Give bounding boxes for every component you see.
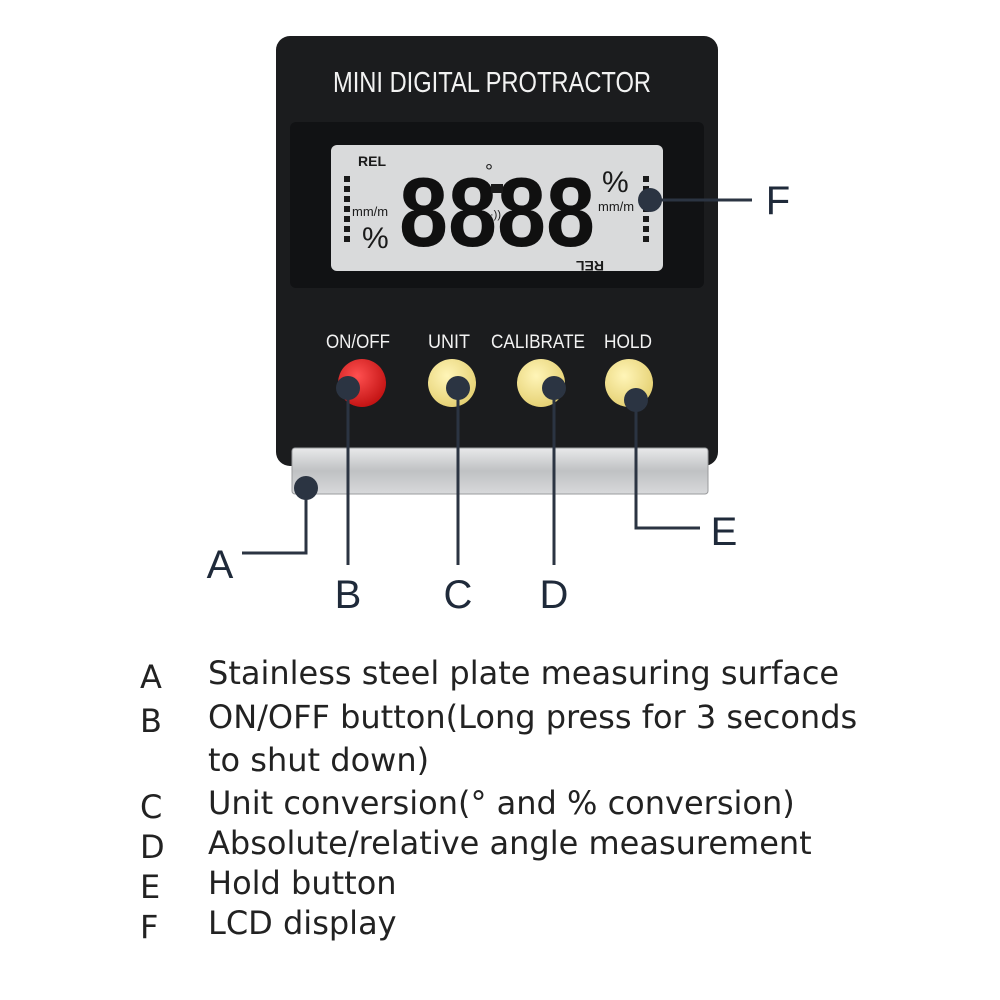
callout-line-e <box>634 400 700 530</box>
legend-item-e: E Hold button <box>0 864 1000 908</box>
legend-letter: D <box>140 828 165 866</box>
legend-item-c: C Unit conversion(° and % conversion) <box>0 784 1000 828</box>
callout-dots <box>294 188 662 500</box>
legend-item-d: D Absolute/relative angle measurement <box>0 824 1000 868</box>
callout-letter-c: C <box>444 573 473 617</box>
legend-text: LCD display <box>208 904 397 942</box>
callout-letter-a: A <box>207 543 234 587</box>
battery-icon <box>491 184 503 193</box>
legend-item-f: F LCD display <box>0 904 1000 948</box>
callout-dot-c <box>446 376 470 400</box>
lcd-digits: 8888 <box>399 157 595 267</box>
lcd-percent-left: % <box>362 222 389 255</box>
callout-dot-d <box>542 376 566 400</box>
callout-letter-f: F <box>766 179 790 223</box>
legend-letter: C <box>140 788 163 826</box>
steel-plate <box>291 447 709 495</box>
unit-label: UNIT <box>428 332 470 353</box>
onoff-label: ON/OFF <box>326 332 390 353</box>
legend-text: Unit conversion(° and % conversion) <box>208 784 795 822</box>
protractor-diagram: MINI DIGITAL PROTRACTOR REL REL mm/m mm/… <box>207 36 791 617</box>
callout-dot-a <box>294 476 318 500</box>
legend-text: ON/OFF button(Long press for 3 seconds t… <box>208 698 858 779</box>
callout-letter-b: B <box>335 573 362 617</box>
device-title: MINI DIGITAL PROTRACTOR <box>333 67 651 99</box>
callout-dot-f <box>638 188 662 212</box>
callout-lines <box>242 198 752 565</box>
legend-letter: E <box>140 868 161 906</box>
legend-letter: F <box>140 908 159 946</box>
signal-icon: ·)) <box>490 209 501 221</box>
lcd-degree: ° <box>485 161 493 183</box>
tilt-bar-left <box>344 176 350 242</box>
lcd-unit-left: mm/m <box>352 204 388 219</box>
legend-text: Absolute/relative angle measurement <box>208 824 812 862</box>
legend-letter: A <box>140 658 162 696</box>
lcd-rel-right: REL <box>576 258 604 274</box>
callout-line-a <box>242 490 308 555</box>
legend-item-a: A Stainless steel plate measuring surfac… <box>0 654 1000 698</box>
legend-item-b: B ON/OFF button(Long press for 3 seconds… <box>0 698 1000 779</box>
lcd-rel-left: REL <box>358 153 386 169</box>
callout-letter-d: D <box>540 573 569 617</box>
legend-text: Hold button <box>208 864 397 902</box>
legend-text: Stainless steel plate measuring surface <box>208 654 840 692</box>
lcd-display <box>331 145 663 271</box>
legend-letter: B <box>140 702 162 740</box>
callout-dot-e <box>624 388 648 412</box>
lcd-unit-right: mm/m <box>598 199 634 214</box>
callout-letters: A B C D E F <box>207 179 791 617</box>
callout-dot-b <box>336 376 360 400</box>
lcd-percent-right: % <box>602 166 629 199</box>
hold-label: HOLD <box>604 332 652 353</box>
callout-letter-e: E <box>711 510 738 554</box>
calibrate-label: CALIBRATE <box>491 332 585 353</box>
